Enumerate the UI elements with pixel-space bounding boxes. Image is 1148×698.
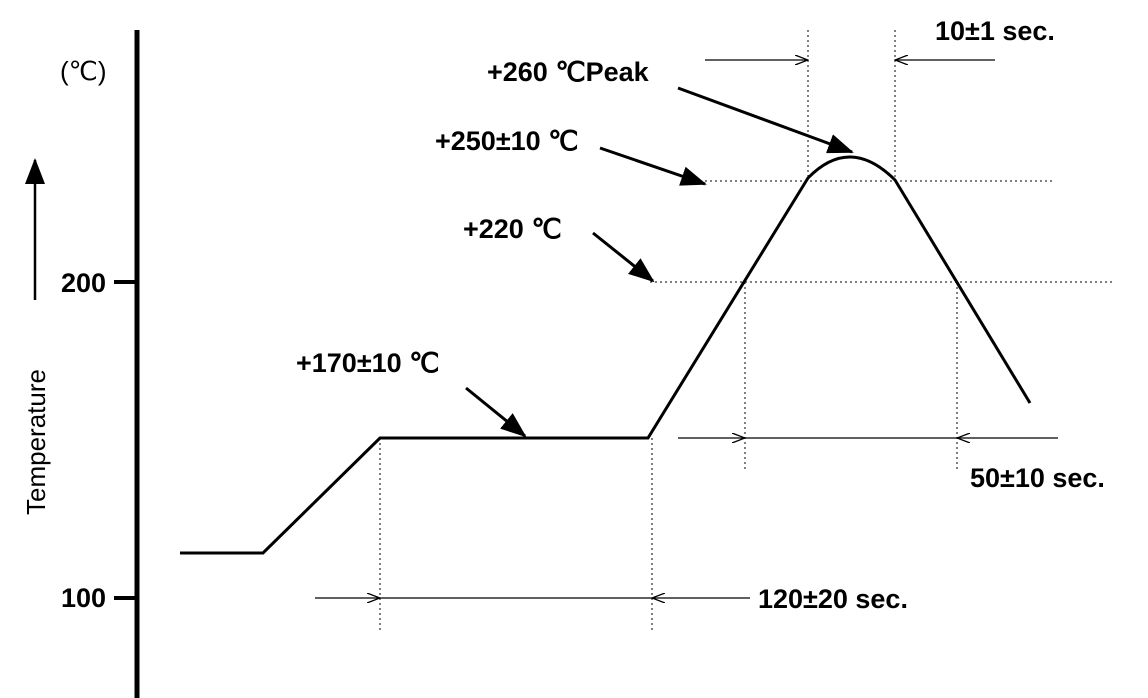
t250-label: +250±10 ℃ bbox=[435, 126, 579, 156]
t170-label: +170±10 ℃ bbox=[296, 348, 440, 378]
t220-label: +220 ℃ bbox=[463, 214, 562, 244]
duration-arrows bbox=[315, 60, 1058, 598]
tick-label-100: 100 bbox=[61, 583, 106, 613]
guide-lines bbox=[379, 30, 1112, 632]
above-220-duration-label: 50±10 sec. bbox=[970, 463, 1105, 493]
temperature-profile-curve bbox=[180, 155, 1032, 555]
axis-title: Temperature bbox=[21, 369, 51, 515]
preheat-duration-label: 120±20 sec. bbox=[758, 584, 908, 614]
tick-label-200: 200 bbox=[61, 268, 106, 298]
annotation-arrows bbox=[465, 86, 854, 438]
unit-label: (℃) bbox=[60, 56, 107, 86]
peak-duration-label: 10±1 sec. bbox=[935, 16, 1055, 46]
peak-temp-label: +260 ℃Peak bbox=[487, 57, 650, 87]
